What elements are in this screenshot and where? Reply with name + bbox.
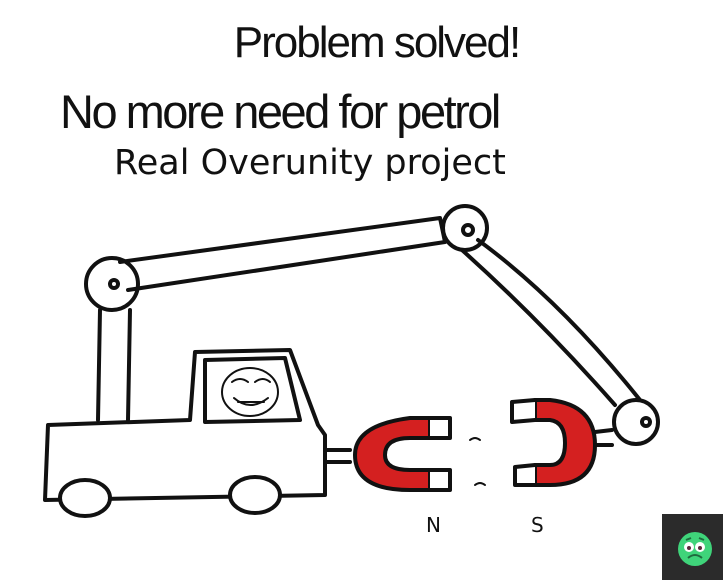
badge xyxy=(662,514,723,580)
magnet-south xyxy=(533,398,597,487)
subtitle: Real Overunity project xyxy=(114,143,506,183)
wheel-rear xyxy=(58,478,112,518)
crane-post xyxy=(96,308,132,422)
crane-arm xyxy=(118,216,447,292)
troll-face xyxy=(221,367,279,417)
crane-joint-left xyxy=(84,256,140,312)
crane-joint-right xyxy=(612,398,660,446)
title-line-1: Problem solved! xyxy=(233,18,521,67)
nauseated-face-icon xyxy=(678,532,712,566)
truck-body xyxy=(43,348,327,502)
crane-arm-right xyxy=(460,238,642,407)
title-line-2: No more need for petrol xyxy=(60,85,501,138)
magnet-north xyxy=(353,416,432,492)
crane-joint-top xyxy=(441,204,489,252)
north-label: N xyxy=(426,513,441,537)
south-label: S xyxy=(531,513,544,537)
wheel-front xyxy=(228,475,282,515)
